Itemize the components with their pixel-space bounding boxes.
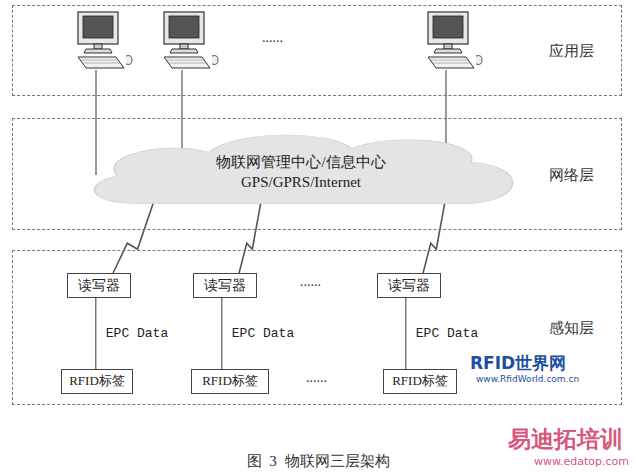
edge-label: EPC Data	[104, 326, 170, 341]
box-label: 读写器	[204, 278, 246, 293]
layer-name: 感知层	[549, 320, 594, 337]
box-label: RFID标签	[202, 374, 258, 388]
box-label: 读写器	[388, 278, 430, 293]
watermark: 易迪拓培训	[508, 424, 623, 455]
edge-label: EPC Data	[414, 326, 480, 341]
ellipsis-label: ......	[262, 30, 283, 46]
ellipsis-label: ......	[300, 274, 321, 290]
data-link	[405, 298, 406, 369]
center-text: 物联网管理中心/信息中心	[216, 152, 385, 172]
wireless-link	[239, 201, 261, 273]
tag-box: RFID标签	[383, 369, 457, 394]
data-link	[95, 298, 96, 369]
watermark: www.edatop.com	[534, 455, 629, 468]
edge-label: EPC Data	[230, 326, 296, 341]
layer-name: 网络层	[549, 167, 594, 184]
watermark: RFID世界网	[470, 352, 566, 375]
tag-box: RFID标签	[191, 369, 269, 394]
ellipsis-label: ......	[306, 370, 327, 386]
wireless-link	[113, 201, 154, 273]
data-link	[221, 298, 222, 369]
reader-box: 读写器	[67, 273, 131, 298]
computer-icon	[78, 12, 482, 68]
wireless-link	[423, 201, 445, 273]
box-label: RFID标签	[392, 374, 448, 388]
layer-name: 应用层	[549, 43, 594, 60]
box-label: 读写器	[78, 278, 120, 293]
box-label: RFID标签	[69, 374, 125, 388]
network-cloud: 物联网管理中心/信息中心GPS/GPRS/Internet	[71, 123, 531, 221]
cloud-shape	[71, 123, 531, 221]
layer-band: 应用层	[12, 5, 622, 96]
layer-band: 网络层 物联网管理中心/信息中心GPS/GPRS/Internet	[12, 118, 622, 230]
center-text: GPS/GPRS/Internet	[241, 172, 361, 192]
figure-caption: 图 3 物联网三层架构	[0, 452, 636, 471]
reader-box: 读写器	[193, 273, 257, 298]
tag-box: RFID标签	[61, 369, 133, 394]
watermark: www.RfidWorld.com.cn	[476, 374, 579, 384]
reader-box: 读写器	[377, 273, 441, 298]
